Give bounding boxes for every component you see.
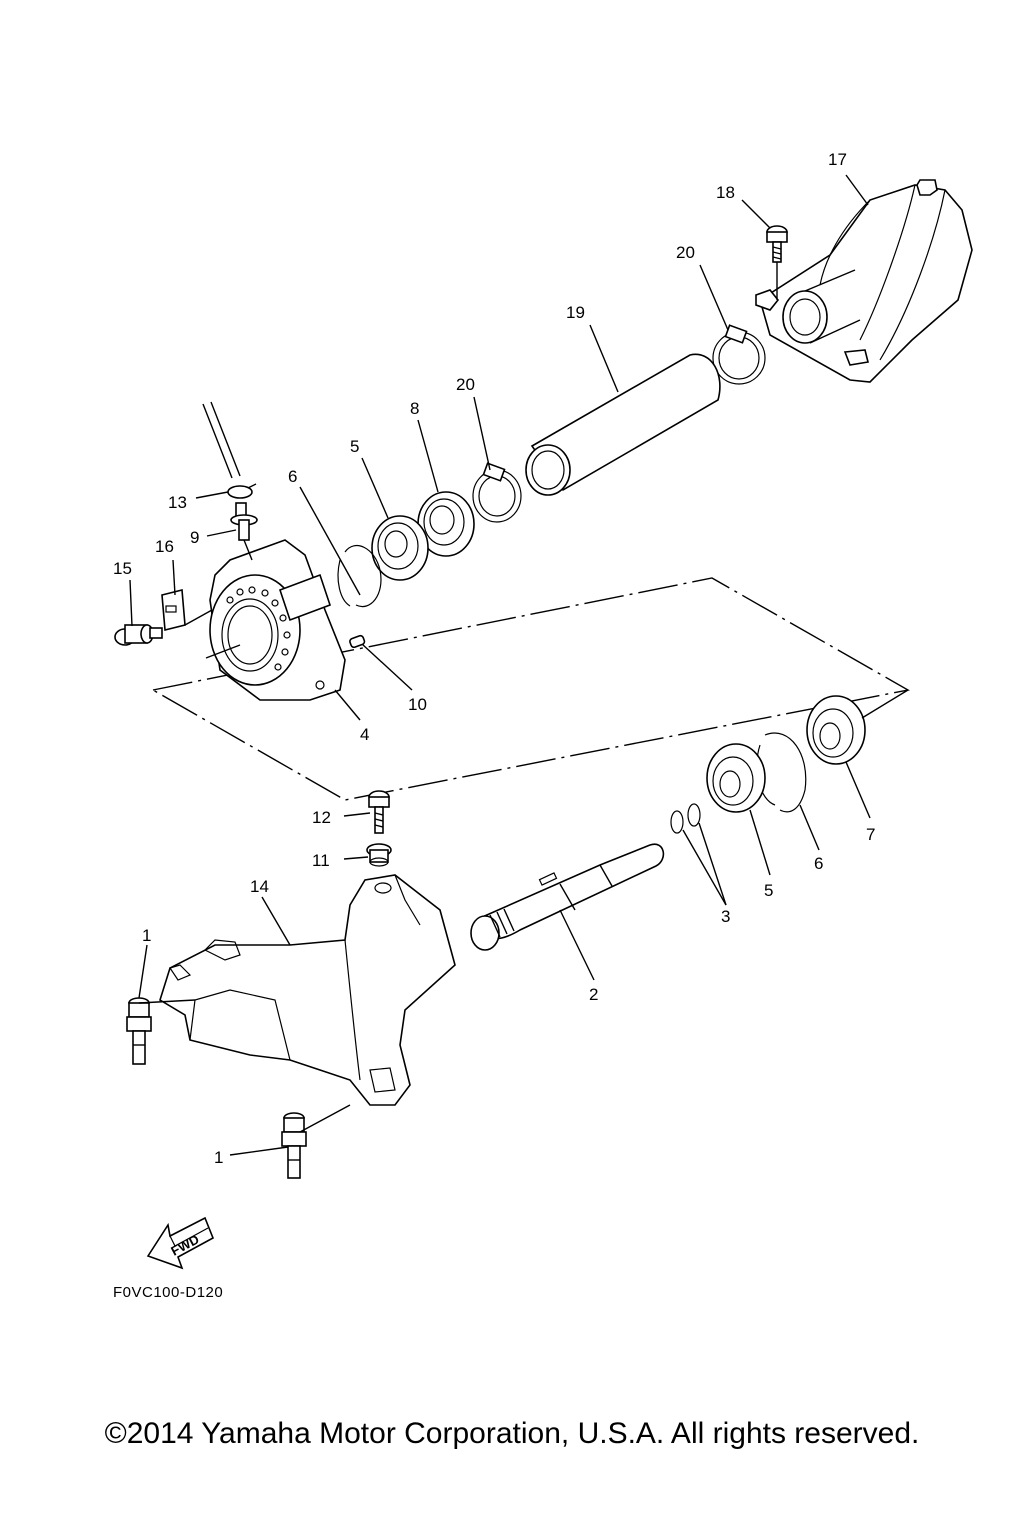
callout-17: 17 (828, 150, 847, 169)
callout-12: 12 (312, 808, 331, 827)
callout-labels: 17 18 20 19 20 8 5 6 13 9 16 15 10 4 12 … (113, 150, 875, 1167)
callout-13: 13 (168, 493, 187, 512)
part-13-hose-clip (227, 483, 257, 499)
callout-18: 18 (716, 183, 735, 202)
part-20-hose-clamp-lower (472, 462, 522, 523)
callout-5-lower: 5 (764, 881, 773, 900)
callout-20-upper: 20 (676, 243, 695, 262)
callout-1-lower: 1 (214, 1148, 223, 1167)
part-18-bolt (766, 225, 788, 300)
part-14-cover (159, 874, 456, 1106)
part-4-impeller-housing (209, 539, 346, 701)
part-7-bearing (806, 695, 866, 765)
callout-3: 3 (721, 907, 730, 926)
callout-4: 4 (360, 725, 369, 744)
part-16-plate (161, 588, 186, 632)
part-3-o-rings (670, 803, 701, 834)
cable (202, 401, 241, 479)
part-20-hose-clamp-upper (712, 324, 766, 385)
callout-1-upper: 1 (142, 926, 151, 945)
callout-8: 8 (410, 399, 419, 418)
callout-6-upper: 6 (288, 467, 297, 486)
callout-10: 10 (408, 695, 427, 714)
part-12-bolt (368, 790, 390, 834)
callout-19: 19 (566, 303, 585, 322)
callout-5-upper: 5 (350, 437, 359, 456)
leader-lines (129, 174, 909, 1156)
callout-14: 14 (250, 877, 269, 896)
part-11-collar (366, 843, 392, 867)
part-5-bearing-upper (371, 515, 429, 581)
part-15-plug (114, 624, 163, 646)
part-2-drive-shaft (470, 843, 665, 951)
callout-2: 2 (589, 985, 598, 1004)
forward-arrow-icon: FWD (146, 1216, 215, 1270)
part-5-bearing-lower (706, 743, 766, 813)
callout-7: 7 (866, 825, 875, 844)
diagram-code: F0VC100-D120 (113, 1284, 224, 1301)
part-17-nozzle-cover (755, 179, 973, 383)
copyright-notice: ©2014 Yamaha Motor Corporation, U.S.A. A… (104, 1417, 920, 1450)
part-9-fitting (230, 502, 258, 561)
part-1-damper-lower (281, 1112, 307, 1179)
callout-6-lower: 6 (814, 854, 823, 873)
part-8-oil-seal (417, 491, 475, 557)
callout-20-lower: 20 (456, 375, 475, 394)
callout-16: 16 (155, 537, 174, 556)
callout-15: 15 (113, 559, 132, 578)
part-19-hose (525, 353, 721, 496)
callout-11: 11 (312, 851, 330, 870)
part-1-damper-upper (126, 997, 152, 1065)
callout-9: 9 (190, 528, 199, 547)
part-6-circlip-upper (337, 545, 382, 608)
part-10-dowel-pin (349, 634, 366, 649)
